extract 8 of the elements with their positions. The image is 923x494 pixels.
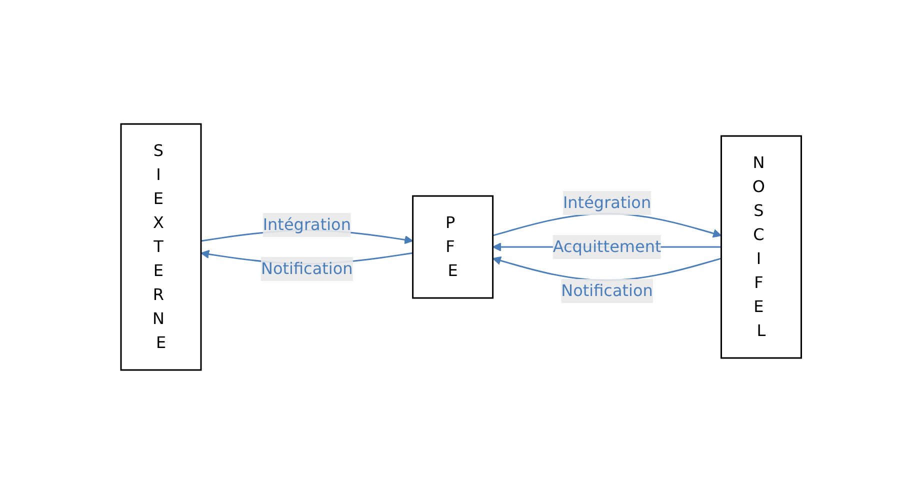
edge-label: Acquittement bbox=[553, 237, 662, 256]
node-box: P F E bbox=[412, 195, 494, 299]
edge-label: Notification bbox=[562, 281, 654, 300]
edge-label: Intégration bbox=[563, 193, 652, 212]
node-box: S I E X T E R N E bbox=[120, 123, 202, 371]
edge-label: Intégration bbox=[263, 215, 352, 234]
edge-label: Notification bbox=[261, 259, 354, 278]
node-box: N O S C I F E L bbox=[720, 135, 802, 359]
